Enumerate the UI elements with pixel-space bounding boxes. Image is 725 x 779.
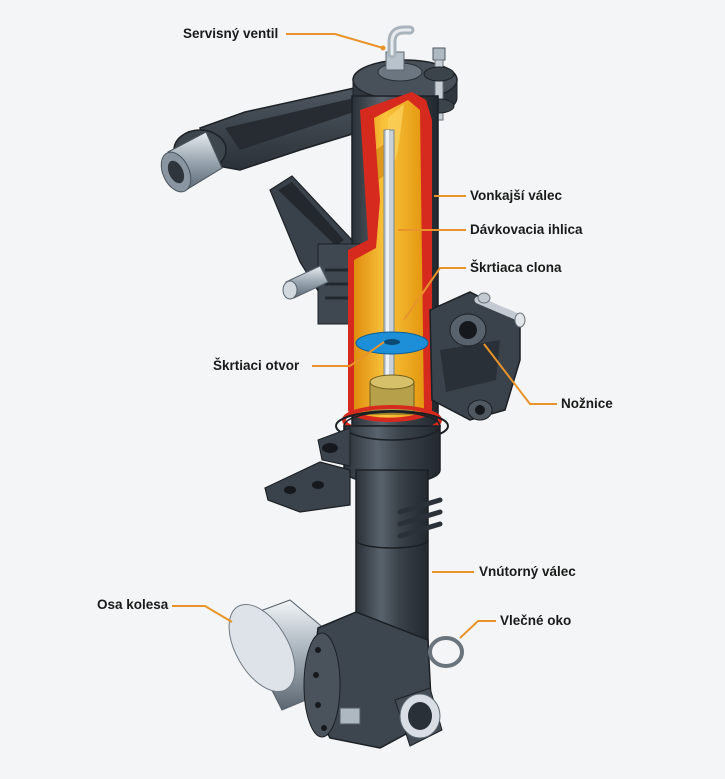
leader-lines — [172, 33, 557, 639]
leader-dot-service-valve — [380, 45, 386, 51]
label-metering-pin: Dávkovacia ihlica — [470, 222, 583, 237]
label-orifice: Škrtiaci otvor — [213, 358, 300, 373]
label-service-valve: Servisný ventil — [183, 26, 279, 41]
label-inner-cylinder: Vnútorný válec — [479, 564, 576, 579]
brace-threaded-end — [160, 131, 223, 193]
service-valve-part — [385, 25, 415, 71]
label-axle: Osa kolesa — [97, 597, 169, 612]
leader-orifice — [312, 341, 385, 367]
label-outer-cylinder: Vonkajší válec — [470, 188, 563, 203]
leader-service-valve — [286, 33, 384, 49]
leader-orifice-plate — [403, 267, 466, 321]
label-orifice-plate: Škrtiaca clona — [470, 260, 562, 275]
label-towing-eye: Vlečné oko — [500, 613, 572, 628]
leader-towing-eye — [459, 620, 496, 639]
hub-outlet — [394, 687, 443, 747]
leader-torque-links — [483, 343, 557, 405]
leader-axle — [172, 605, 233, 623]
lower-flange — [264, 461, 351, 513]
towing-eye-part — [428, 636, 464, 668]
orifice-plate-part — [355, 331, 429, 355]
bracket-pin — [282, 265, 329, 300]
torque-links-part — [429, 291, 526, 421]
label-torque-links: Nožnice — [561, 396, 613, 411]
